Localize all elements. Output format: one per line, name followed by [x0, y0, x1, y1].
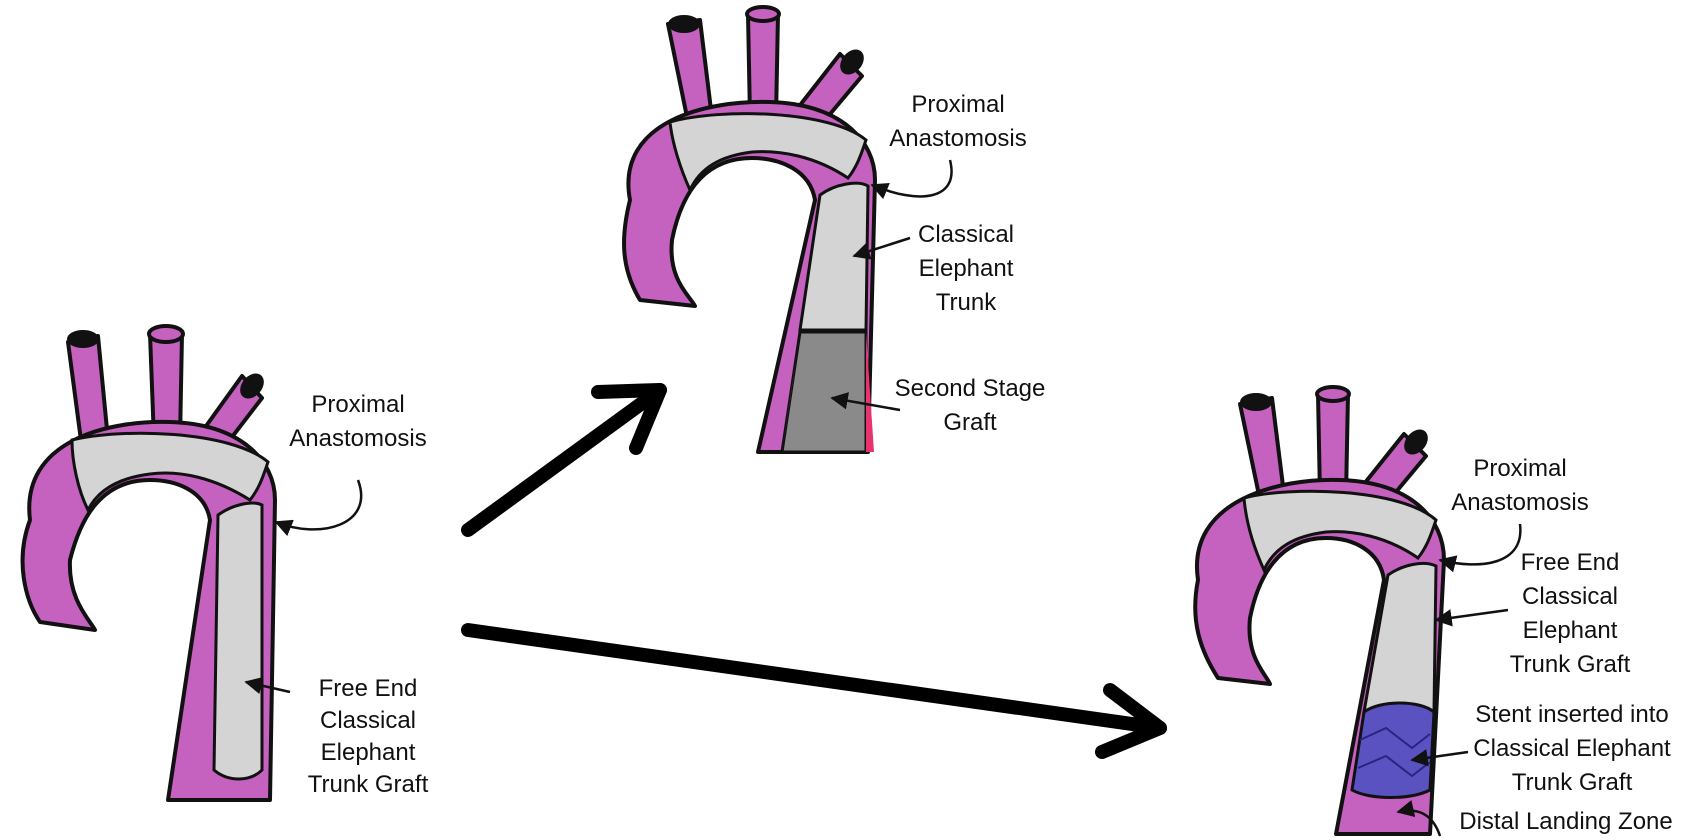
svg-text:Anastomosis: Anastomosis [289, 425, 426, 452]
top-second-stage-label: Second Stage Graft [895, 375, 1046, 436]
svg-text:Classical: Classical [1522, 583, 1618, 610]
top-proximal-label: Proximal Anastomosis [889, 91, 1026, 152]
svg-text:Proximal: Proximal [311, 391, 404, 418]
svg-text:Anastomosis: Anastomosis [1451, 489, 1588, 516]
svg-text:Elephant: Elephant [321, 739, 416, 766]
left-proximal-label: Proximal Anastomosis [289, 391, 426, 452]
svg-text:Classical: Classical [320, 707, 416, 734]
right-free-end-label: Free End Classical Elephant Trunk Graft [1510, 549, 1631, 678]
left-proximal-leader [276, 480, 361, 529]
svg-text:Trunk Graft: Trunk Graft [308, 771, 429, 798]
svg-text:Classical: Classical [918, 221, 1014, 248]
svg-text:Trunk: Trunk [936, 289, 997, 316]
svg-text:Trunk Graft: Trunk Graft [1512, 769, 1633, 796]
right-proximal-leader [1440, 524, 1520, 564]
svg-text:Anastomosis: Anastomosis [889, 125, 1026, 152]
arrow-to-top-panel [468, 390, 660, 530]
svg-text:Proximal: Proximal [911, 91, 1004, 118]
svg-text:Classical Elephant: Classical Elephant [1473, 735, 1671, 762]
svg-text:Proximal: Proximal [1473, 455, 1566, 482]
svg-text:Elephant: Elephant [1523, 617, 1618, 644]
left-free-end-label: Free End Classical Elephant Trunk Graft [308, 675, 429, 798]
svg-text:Elephant: Elephant [919, 255, 1014, 282]
svg-text:Second Stage: Second Stage [895, 375, 1046, 402]
svg-text:Free End: Free End [1521, 549, 1620, 576]
arrow-to-right-panel [468, 630, 1160, 752]
svg-text:Stent inserted into: Stent inserted into [1475, 701, 1668, 728]
svg-text:Free End: Free End [319, 675, 418, 702]
right-free-end-leader [1436, 610, 1508, 620]
aorta-right [1195, 387, 1444, 834]
svg-text:Graft: Graft [943, 409, 997, 436]
right-proximal-label: Proximal Anastomosis [1451, 455, 1588, 516]
top-classical-label: Classical Elephant Trunk [918, 221, 1014, 316]
svg-text:Trunk Graft: Trunk Graft [1510, 651, 1631, 678]
top-proximal-leader [872, 160, 952, 196]
aorta-left [23, 326, 275, 800]
right-distal-label: Distal Landing Zone [1459, 808, 1672, 835]
right-stent-label: Stent inserted into Classical Elephant T… [1473, 701, 1671, 796]
